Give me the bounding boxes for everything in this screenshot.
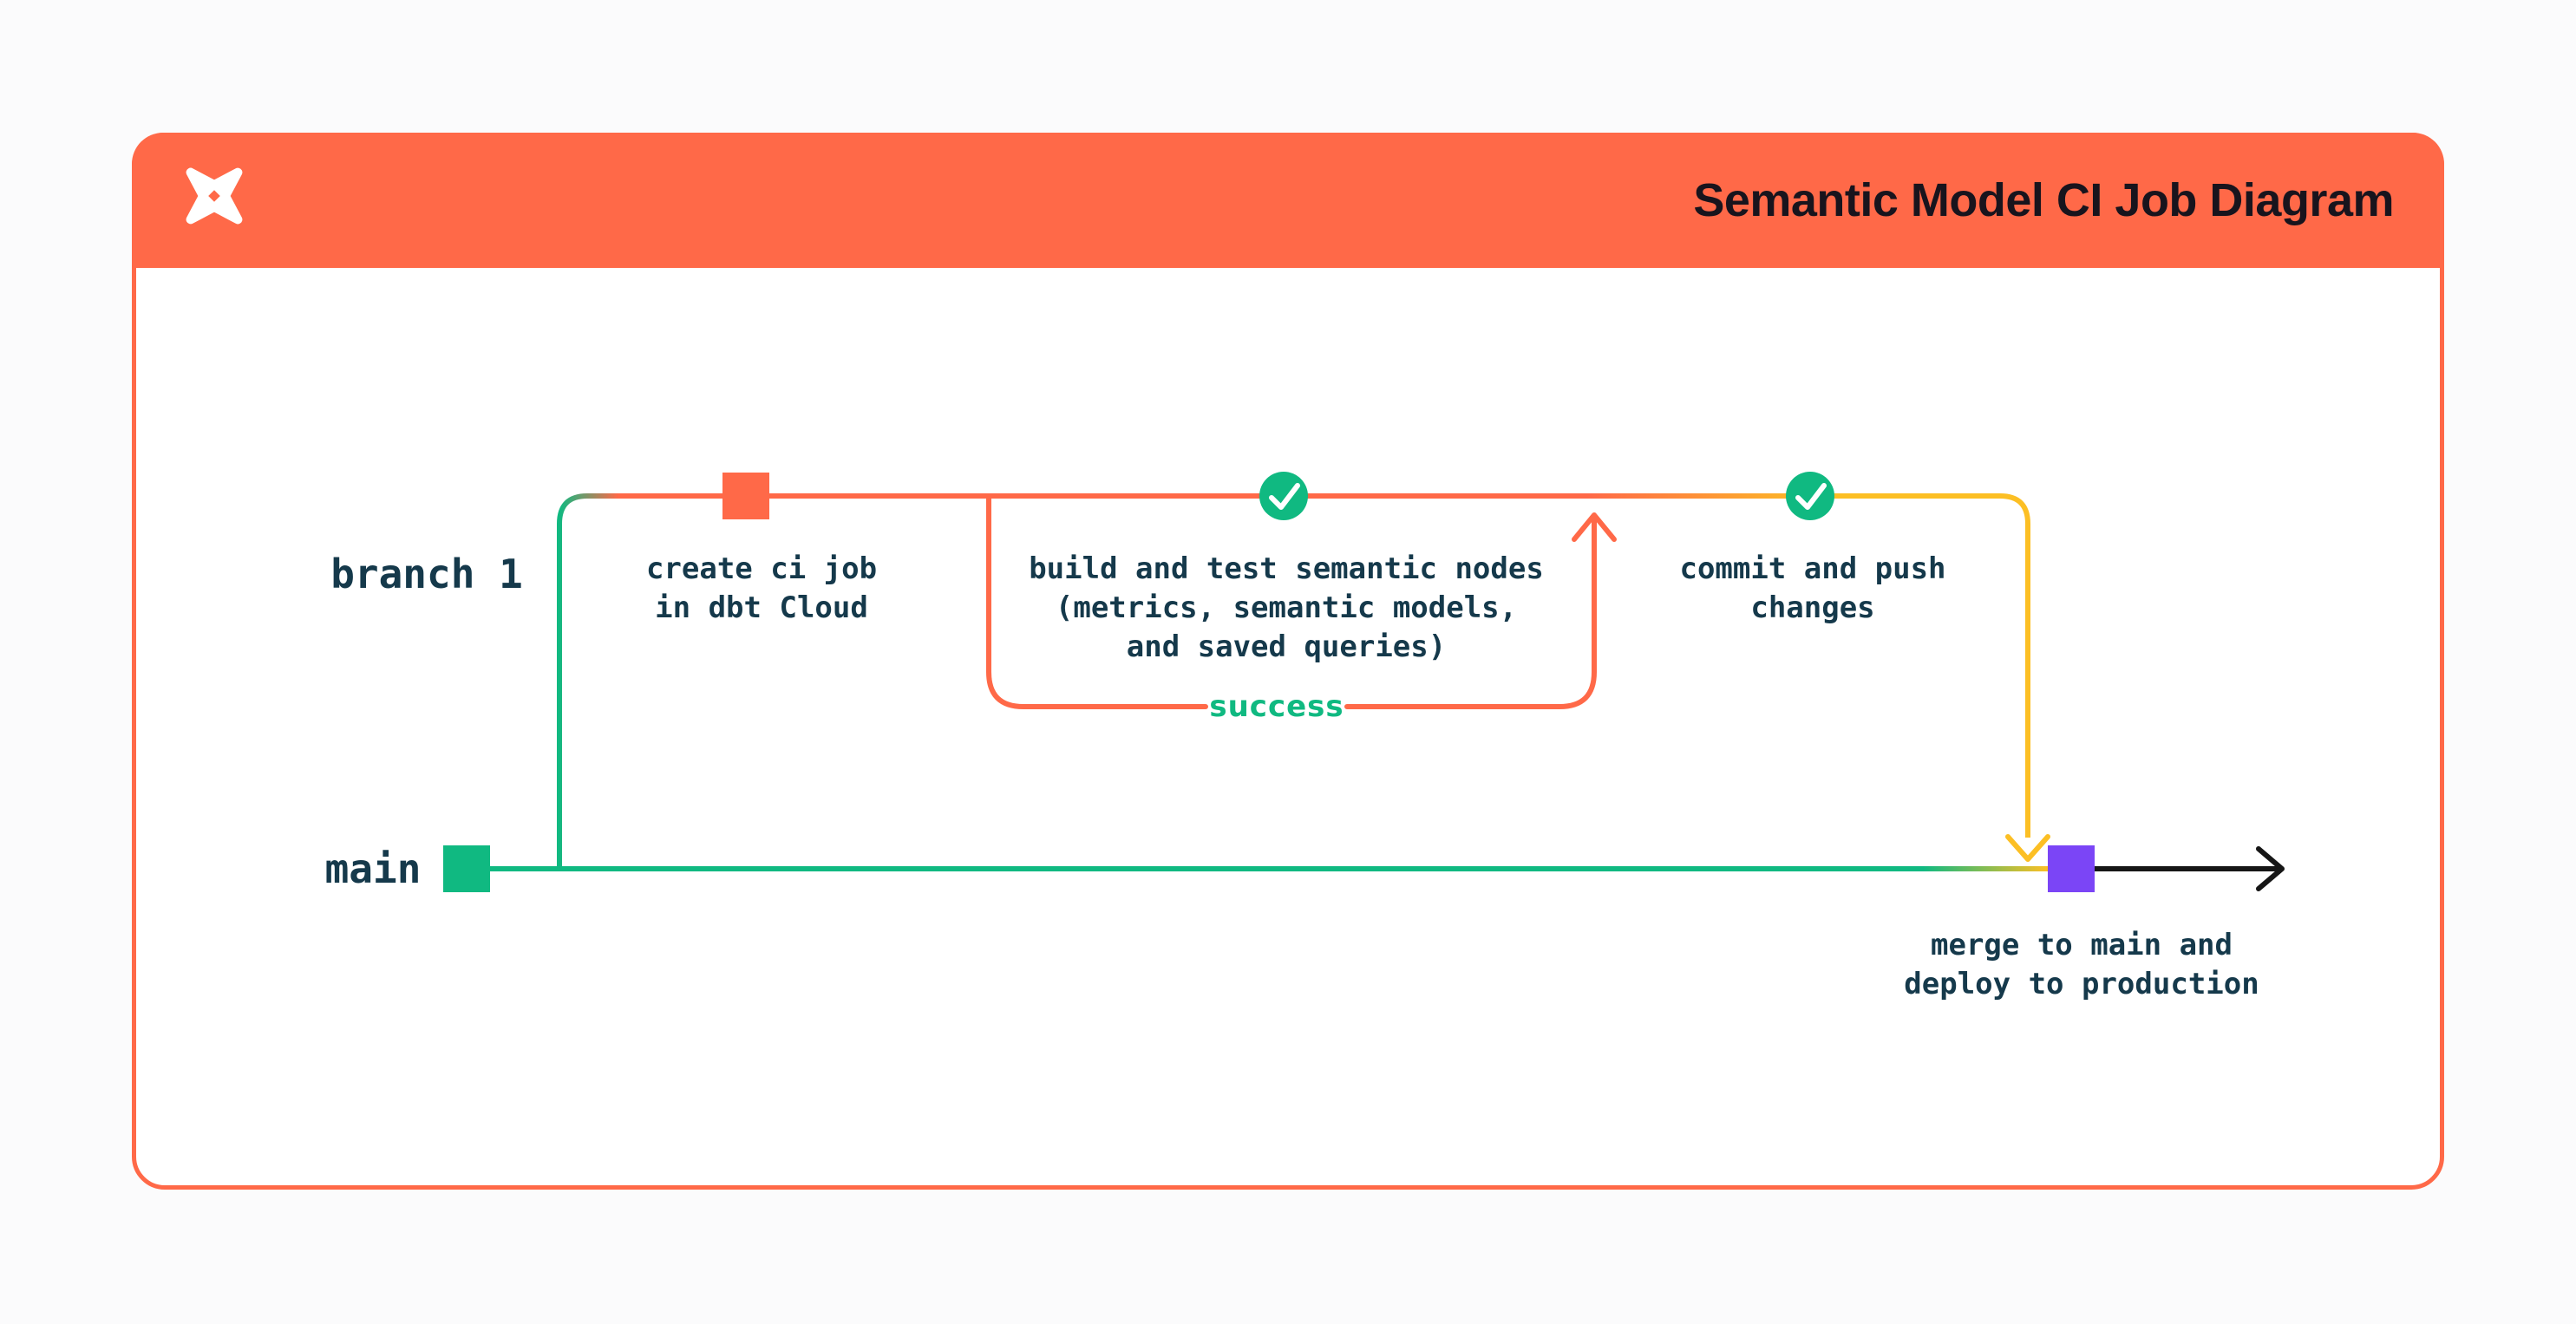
- page-title: Semantic Model CI Job Diagram: [1693, 174, 2394, 226]
- branch-lane-label: branch 1: [330, 551, 523, 597]
- card-header: Semantic Model CI Job Diagram: [132, 133, 2444, 268]
- main-lane-label: main: [324, 845, 422, 892]
- node-label-build-and-test: build and test semantic nodes (metrics, …: [1029, 551, 1544, 664]
- diagram-card: Semantic Model CI Job Diagram: [132, 133, 2444, 1190]
- node-label-merge-deploy: merge to main and deploy to production: [1904, 928, 2259, 1001]
- node-label-commit-and-push: commit and push changes: [1679, 551, 1946, 625]
- dbt-logo-icon: [186, 167, 243, 225]
- success-label: success: [1209, 689, 1344, 724]
- node-label-create-ci-job: create ci job in dbt Cloud: [645, 551, 878, 625]
